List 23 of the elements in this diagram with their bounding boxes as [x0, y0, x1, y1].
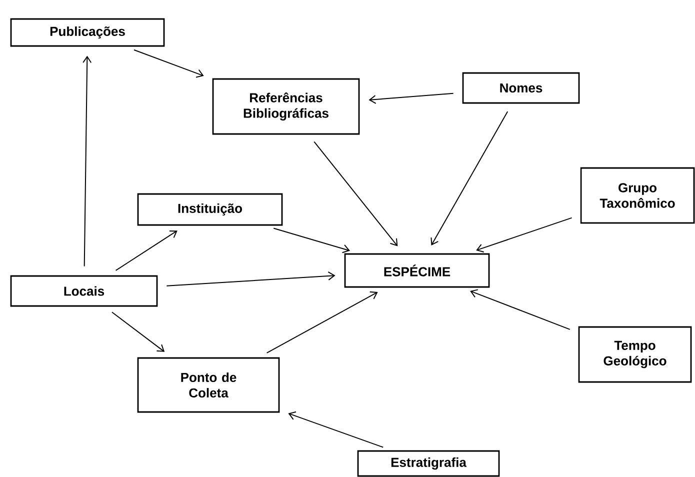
process-box: Nomes — [462, 72, 580, 104]
arrow — [470, 289, 570, 330]
process-box: Tempo Geológico — [578, 326, 692, 383]
process-box: Estratigrafia — [357, 450, 500, 477]
arrow — [115, 230, 178, 271]
process-box: ESPÉCIME — [344, 253, 490, 288]
process-box: Referências Bibliográficas — [212, 78, 360, 135]
arrow — [134, 49, 204, 78]
process-box: Locais — [10, 275, 158, 307]
arrow — [82, 56, 92, 267]
arrow — [166, 271, 336, 286]
arrow — [273, 228, 350, 254]
arrow — [476, 217, 572, 252]
process-box: Publicações — [10, 18, 165, 47]
arrow — [314, 141, 398, 246]
arrow — [430, 111, 508, 246]
arrow — [288, 411, 384, 448]
arrow — [368, 92, 454, 104]
arrow — [266, 291, 378, 354]
process-box: Instituição — [137, 193, 283, 226]
arrow — [111, 312, 165, 352]
process-box: Ponto de Coleta — [137, 357, 280, 413]
process-box: Grupo Taxonômico — [580, 167, 695, 224]
